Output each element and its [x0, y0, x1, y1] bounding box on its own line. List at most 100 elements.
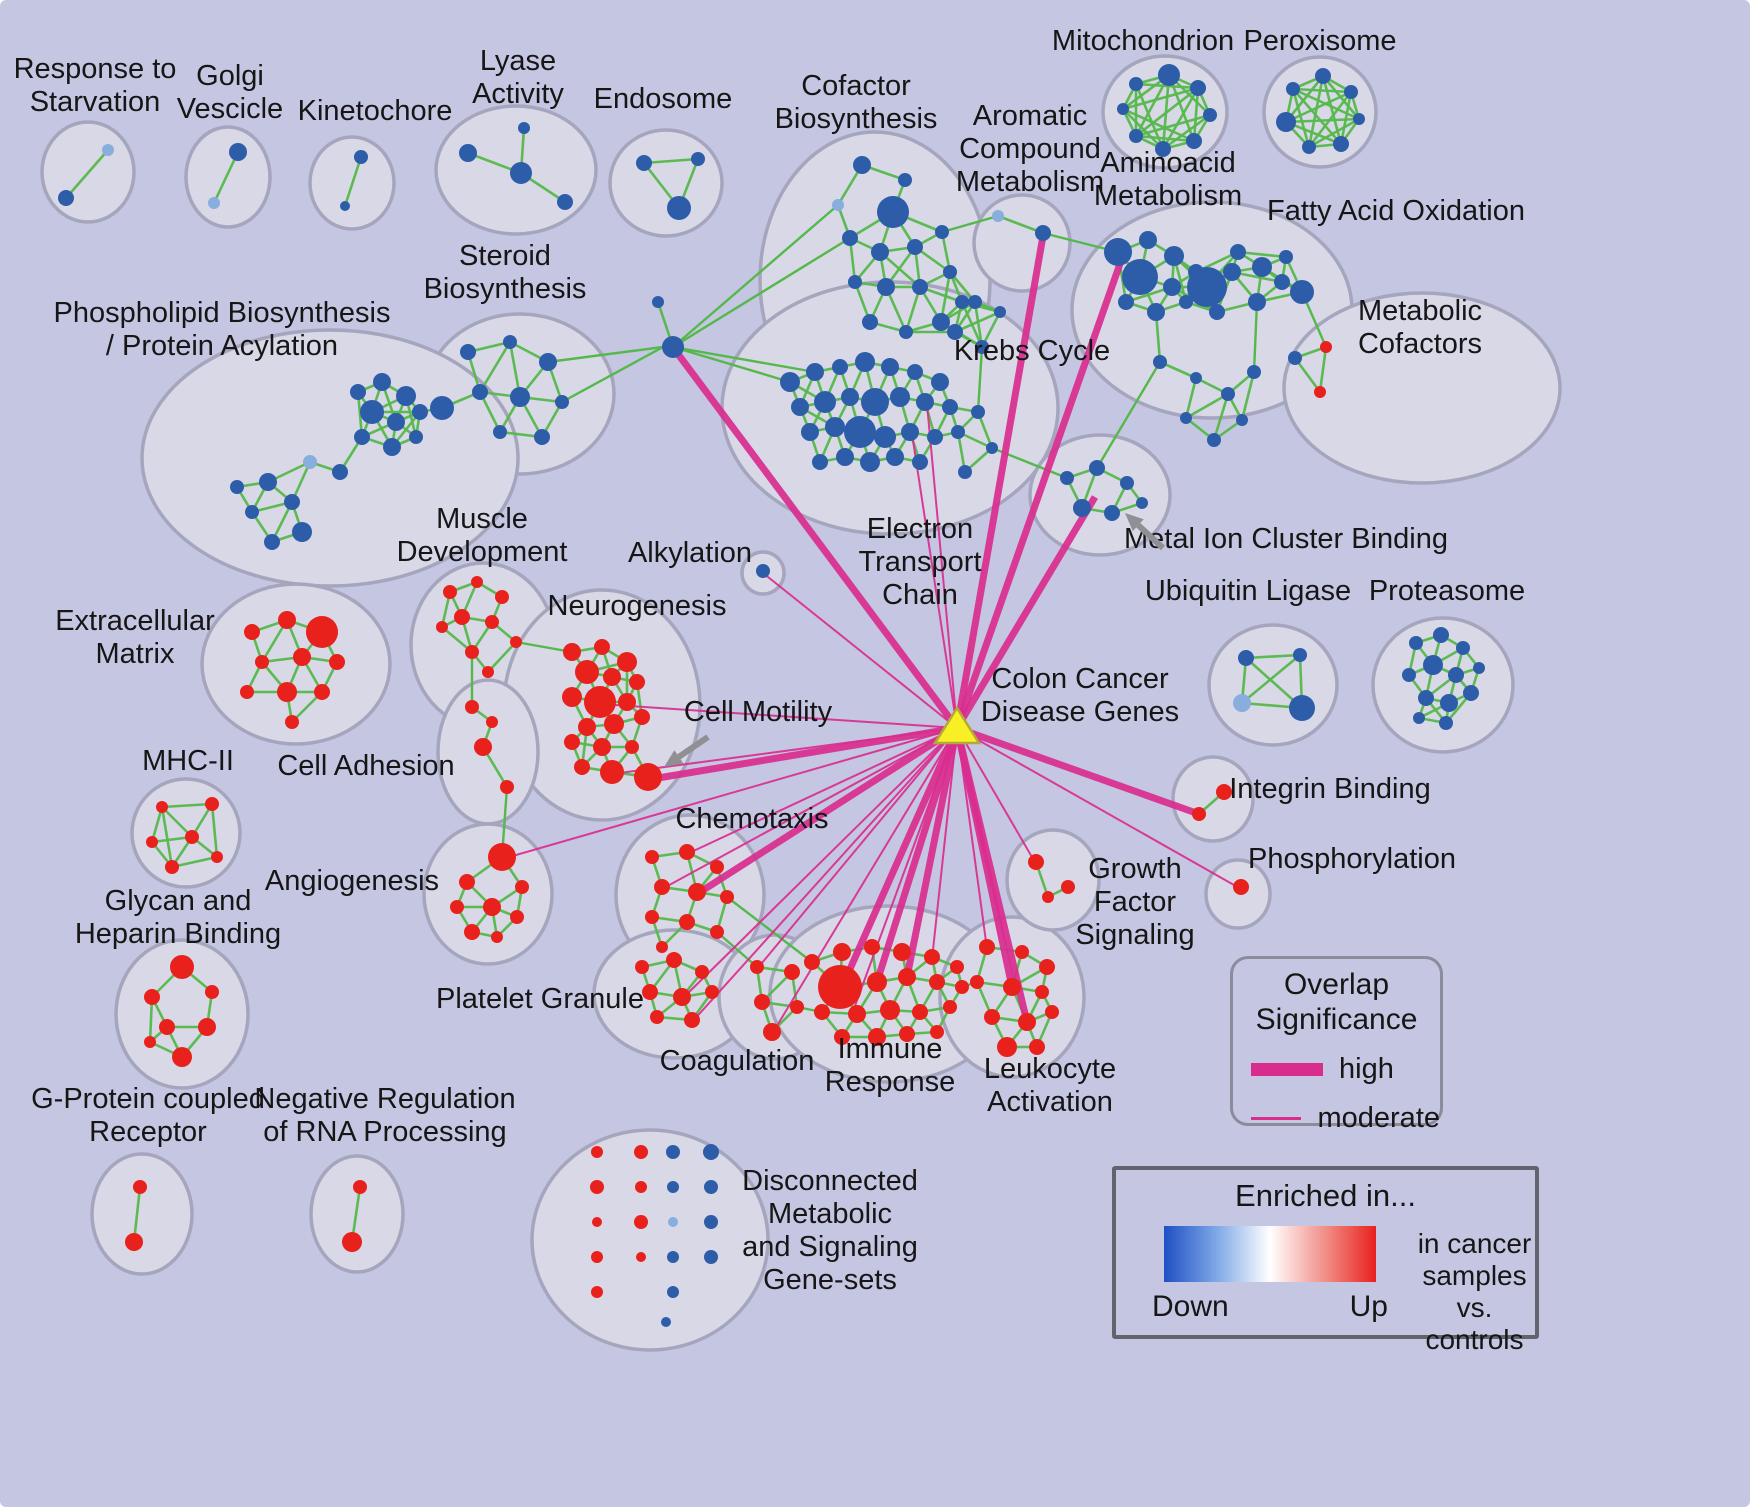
gene-set-node	[590, 1180, 604, 1194]
gene-set-node	[604, 714, 624, 734]
gene-set-node	[634, 1215, 648, 1229]
gene-set-node	[860, 452, 880, 472]
gene-set-edge	[1192, 87, 1200, 142]
gene-set-node	[534, 429, 550, 445]
gene-set-node	[790, 1000, 804, 1014]
gene-set-edge	[643, 157, 699, 165]
enrichment-legend: Enriched in... Down Up in cancer samples…	[1112, 1166, 1539, 1355]
gene-set-node	[555, 395, 569, 409]
label-platelet-granule: Platelet Granule	[436, 983, 644, 1015]
gene-set-node	[979, 939, 995, 955]
gene-set-node	[245, 505, 259, 519]
cluster-extracellular-matrix	[200, 582, 392, 746]
gene-set-node	[679, 844, 695, 860]
cluster-angiogenesis	[422, 822, 554, 966]
cluster-phospholipid-biosynthesis	[140, 328, 520, 588]
gene-set-node	[557, 194, 573, 210]
enrichment-note: in cancer samples vs. controls	[1414, 1228, 1535, 1356]
gene-set-node	[443, 585, 457, 599]
gene-set-node	[264, 534, 280, 550]
gene-set-node	[834, 1029, 850, 1045]
label-phosphorylation: Phosphorylation	[1248, 843, 1456, 875]
gene-set-node	[833, 943, 851, 961]
gene-set-node	[491, 931, 503, 943]
gene-set-node	[703, 1144, 719, 1160]
gene-set-edge	[954, 310, 1001, 334]
gene-set-node	[784, 964, 800, 980]
significance-edges	[501, 235, 1242, 1035]
label-mhc-ii: MHC-II	[142, 745, 234, 777]
gene-set-node	[1293, 648, 1307, 662]
high-significance-label: high	[1339, 1053, 1394, 1085]
overlap-edge-high	[873, 726, 961, 984]
gene-set-node	[1118, 294, 1134, 310]
cluster-disconnected-gene-sets	[530, 1128, 770, 1352]
gene-set-node	[825, 417, 845, 437]
gene-set-node	[1290, 280, 1314, 304]
gene-set-node	[1463, 685, 1479, 701]
gene-set-node	[277, 682, 297, 702]
gene-set-node	[460, 344, 476, 360]
gene-set-node	[679, 914, 695, 930]
gene-set-node	[1028, 854, 1044, 870]
gene-set-node	[342, 1232, 362, 1252]
gene-set-node	[205, 985, 219, 999]
gene-set-node	[1147, 303, 1165, 321]
gene-set-node	[645, 910, 659, 924]
gene-set-node	[1402, 668, 1416, 682]
gene-set-node	[500, 780, 514, 794]
gene-set-edge	[478, 341, 512, 393]
gene-set-node	[1153, 355, 1167, 369]
gene-set-node	[454, 609, 470, 625]
cluster-ellipses	[40, 54, 1562, 1352]
gene-set-node	[482, 666, 494, 678]
gene-set-node	[1089, 460, 1105, 476]
enrichment-gradient-group: Down Up	[1152, 1226, 1388, 1356]
gene-set-node	[144, 1036, 156, 1048]
gene-set-node	[667, 196, 691, 220]
label-peroxisome: Peroxisome	[1243, 25, 1396, 57]
gene-set-node	[58, 190, 74, 206]
gene-set-node	[459, 144, 477, 162]
gene-set-node	[591, 1286, 603, 1298]
label-alkylation: Alkylation	[628, 537, 752, 569]
gene-set-edge	[973, 301, 984, 348]
label-chemotaxis: Chemotaxis	[675, 803, 828, 835]
gene-set-node	[1179, 295, 1193, 309]
gene-set-node	[1073, 499, 1091, 517]
gene-set-node	[645, 850, 659, 864]
gene-set-node	[285, 715, 299, 729]
gene-set-node	[600, 760, 624, 784]
gene-set-edge	[343, 156, 363, 207]
gene-set-node	[867, 972, 887, 992]
gene-set-node	[668, 1217, 678, 1227]
gene-set-node	[292, 522, 312, 542]
label-proteasome: Proteasome	[1369, 575, 1525, 607]
gene-set-node	[1274, 274, 1290, 290]
gene-set-node	[510, 162, 532, 184]
gene-set-node	[1122, 259, 1158, 295]
gene-set-node	[975, 340, 989, 354]
gene-set-node	[1129, 129, 1143, 143]
overlap-edge-high	[695, 725, 959, 897]
gene-set-node	[695, 965, 709, 979]
gene-set-edge	[1135, 134, 1195, 143]
gene-set-node	[314, 684, 330, 700]
gene-set-node	[958, 465, 972, 479]
gene-set-node	[704, 1250, 718, 1264]
gene-set-node	[185, 830, 199, 844]
gene-set-node	[1320, 341, 1332, 353]
overlap-edge-high	[953, 495, 1099, 730]
overlap-edge-high	[953, 727, 1031, 1023]
gene-set-node	[205, 797, 219, 811]
moderate-significance-label: moderate	[1317, 1102, 1440, 1134]
gene-set-edge	[1162, 113, 1211, 151]
gene-set-node	[780, 372, 800, 392]
gene-set-node	[1314, 386, 1326, 398]
gene-set-node	[198, 1018, 216, 1036]
gene-set-node	[864, 939, 880, 955]
gene-set-node	[705, 985, 719, 999]
gene-set-node	[1018, 1013, 1036, 1031]
